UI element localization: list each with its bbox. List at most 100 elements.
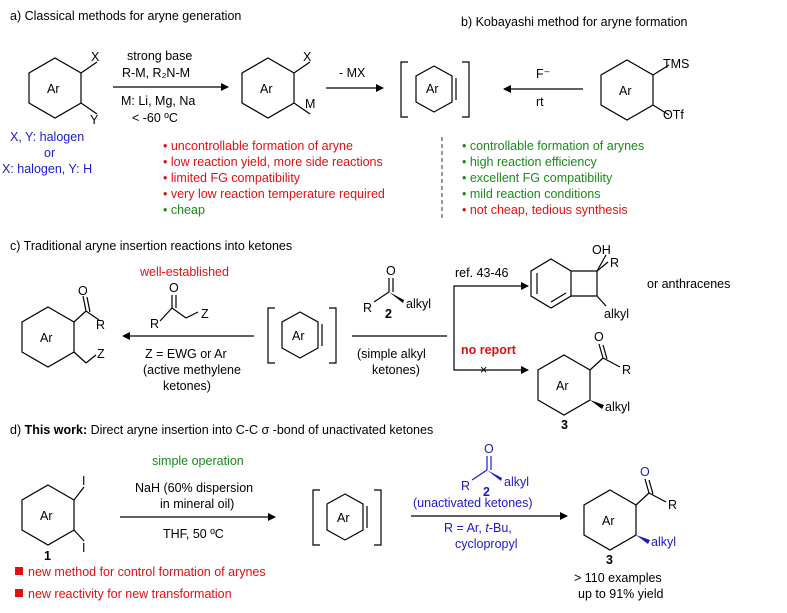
z-label: Z (97, 347, 105, 361)
aryl-dihalide-structure: Ar X Y (28, 50, 100, 127)
section-c-title: c) Traditional aryne insertion reactions… (10, 239, 292, 253)
section-d-title: d) This work: Direct aryne insertion int… (10, 423, 433, 437)
otf-label: OTf (663, 108, 684, 122)
advantage-3: • excellent FG compatibility (462, 171, 613, 185)
cyclopropyl-note: cyclopropyl (455, 537, 518, 551)
ar-label: Ar (40, 509, 53, 523)
aryne-structure: Ar (400, 61, 470, 118)
alkyl-label: alkyl (605, 400, 630, 414)
x-label: X (91, 50, 100, 64)
feature-1: new method for control formation of aryn… (28, 565, 266, 579)
ketone-2-structure: R O 2 alkyl (363, 264, 431, 321)
ar-label: Ar (619, 84, 632, 98)
conditions-reagents: R-M, R₂N-M (122, 66, 190, 80)
simple-alkyl-note: (simple alkyl (357, 347, 426, 361)
conditions-temp: < -60 ºC (132, 111, 178, 125)
kobayashi-precursor-structure: Ar TMS OTf (600, 57, 689, 122)
ar-label: Ar (292, 329, 305, 343)
ar-label: Ar (337, 511, 350, 525)
active-methylene-note: (active methylene (143, 363, 241, 377)
drawback-3: • limited FG compatibility (163, 171, 301, 185)
arrow-no-report (453, 336, 529, 374)
ar-label: Ar (602, 514, 615, 528)
o-label: O (78, 284, 88, 298)
r-label: R (668, 498, 677, 512)
ar-label: Ar (426, 82, 439, 96)
r-label: R (96, 318, 105, 332)
r-label: R (622, 363, 631, 377)
compound-number-3: 3 (606, 553, 613, 567)
ketones-note: ketones) (372, 363, 420, 377)
advantage-1: • controllable formation of arynes (462, 139, 644, 153)
conditions-base: strong base (127, 49, 192, 63)
advantage-4: • mild reaction conditions (462, 187, 600, 201)
simple-operation-label: simple operation (152, 454, 244, 468)
substrate-note-or: or (44, 146, 55, 160)
or-anthracenes-label: or anthracenes (647, 277, 730, 291)
examples-count: > 110 examples (574, 571, 662, 585)
advantage-2: • high reaction efficiency (462, 155, 598, 169)
feature-bullet-1 (15, 567, 23, 575)
max-yield: up to 91% yield (578, 587, 664, 601)
o-label: O (594, 330, 604, 344)
section-b: b) Kobayashi method for aryne formation … (461, 15, 689, 217)
advantage-cheap: • cheap (163, 203, 205, 217)
aryne-structure: Ar (267, 307, 337, 364)
drawback-cost: • not cheap, tedious synthesis (462, 203, 628, 217)
ketones-note: ketones) (163, 379, 211, 393)
substrate-note-alt: X: halogen, Y: H (2, 162, 92, 176)
diiodide-structure: Ar I I 1 (21, 474, 85, 563)
m-label: M (305, 97, 315, 111)
product-3-structure: Ar O R alkyl 3 (583, 465, 677, 567)
conditions-nah: NaH (60% dispersion (135, 481, 253, 495)
z-definition: Z = EWG or Ar (145, 347, 227, 361)
section-d: d) This work: Direct aryne insertion int… (10, 423, 677, 601)
ref-label: ref. 43-46 (455, 266, 509, 280)
rt-label: rt (536, 95, 544, 109)
o-label: O (386, 264, 396, 278)
feature-2: new reactivity for new transformation (28, 587, 232, 601)
x-label: X (303, 50, 312, 64)
cross-mark: × (480, 363, 487, 377)
elimination-label: - MX (339, 66, 366, 80)
conditions-solvent: THF, 50 ºC (163, 527, 224, 541)
conditions-metals: M: Li, Mg, Na (121, 94, 195, 108)
r-definition: R = Ar, t-Bu, (444, 521, 512, 535)
section-a: a) Classical methods for aryne generatio… (2, 9, 470, 218)
feature-bullet-2 (15, 589, 23, 597)
oh-label: OH (592, 243, 611, 257)
alkyl-label: alkyl (651, 535, 676, 549)
arrow-ref (453, 282, 529, 336)
o-label: O (640, 465, 650, 479)
product-3-structure: Ar O R alkyl 3 (537, 330, 631, 432)
benzocyclobutenol-structure: OH R alkyl (530, 243, 629, 321)
alkyl-label: alkyl (504, 475, 529, 489)
active-ketone-structure: R O Z (150, 281, 209, 331)
iodine-1-label: I (82, 474, 85, 488)
conditions-oil: in mineral oil) (160, 497, 234, 511)
no-report-label: no report (461, 343, 517, 357)
unactivated-note: (unactivated ketones) (413, 496, 533, 510)
r-label: R (610, 256, 619, 270)
substrate-note: X, Y: halogen (10, 130, 84, 144)
ar-label: Ar (260, 82, 273, 96)
r-label: R (461, 479, 470, 493)
section-b-title: b) Kobayashi method for aryne formation (461, 15, 688, 29)
ketone-2-blue-structure: R O 2 alkyl (461, 442, 529, 499)
drawback-1: • uncontrollable formation of aryne (163, 139, 353, 153)
z-label: Z (201, 307, 209, 321)
drawback-4: • very low reaction temperature required (163, 187, 385, 201)
ar-label: Ar (47, 82, 60, 96)
tms-label: TMS (663, 57, 689, 71)
alkyl-label: alkyl (604, 307, 629, 321)
o-label: O (169, 281, 179, 295)
compound-number-2: 2 (483, 485, 490, 499)
alkyl-label: alkyl (406, 297, 431, 311)
compound-number-2: 2 (385, 307, 392, 321)
product-left-structure: Ar O R Z (21, 284, 105, 368)
well-established-label: well-established (139, 265, 229, 279)
r-label: R (363, 301, 372, 315)
aryl-metal-structure: Ar X M (241, 50, 315, 119)
ar-label: Ar (40, 331, 53, 345)
aryne-structure: Ar (312, 489, 382, 546)
